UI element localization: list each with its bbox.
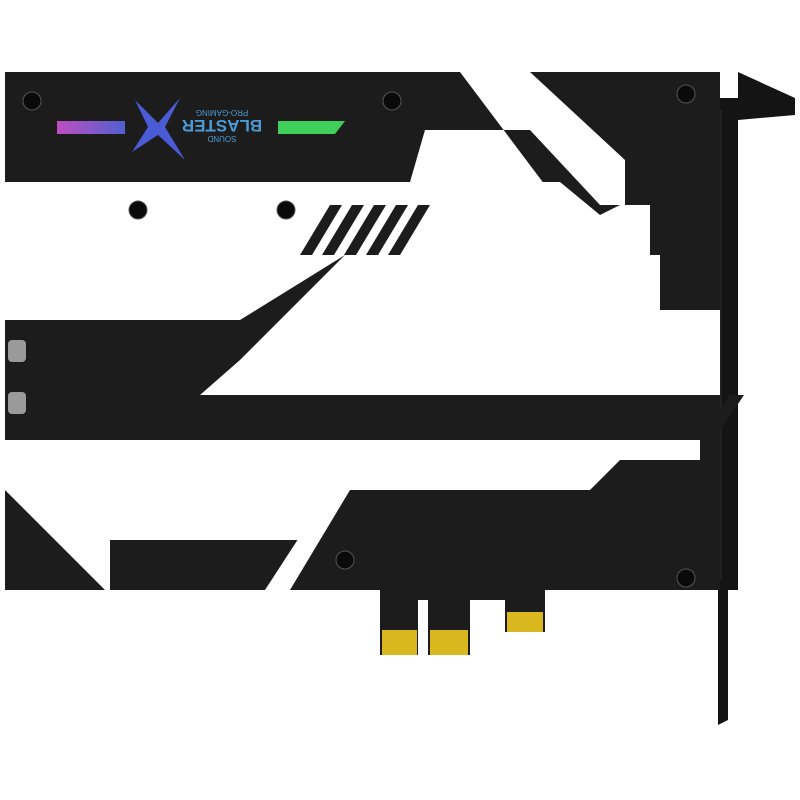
stripe (700, 395, 744, 440)
stripe (532, 395, 576, 440)
screw-icon (335, 550, 355, 570)
pcie-connector (380, 590, 545, 655)
stripe (322, 205, 364, 255)
screw-icon (276, 200, 296, 220)
stripe (388, 205, 430, 255)
logo-text-pro-gaming: PRO-GAMING (196, 108, 248, 117)
screw-icon (22, 91, 42, 111)
stripe (556, 395, 600, 440)
screw-icon (676, 568, 696, 588)
logo-text-blaster: BLASTER (182, 116, 262, 135)
hazard-stripes (300, 205, 744, 440)
screw-icon (382, 91, 402, 111)
stripe (652, 395, 696, 440)
screws (22, 84, 696, 588)
logo-text-sound: SOUND (207, 134, 236, 143)
screw-icon (676, 84, 696, 104)
stripe (460, 395, 504, 440)
logo-x-mark (132, 98, 185, 160)
stripe (676, 395, 720, 440)
stripe (344, 205, 386, 255)
stripe (580, 395, 624, 440)
stripe (508, 395, 552, 440)
screw-icon (128, 200, 148, 220)
stripe (300, 205, 342, 255)
stripe (484, 395, 528, 440)
sound-blaster-logo: SOUND BLASTER PRO-GAMING (57, 98, 345, 160)
stripe (366, 205, 408, 255)
stripe (628, 395, 672, 440)
internal-connectors (8, 340, 26, 414)
stripe (604, 395, 648, 440)
